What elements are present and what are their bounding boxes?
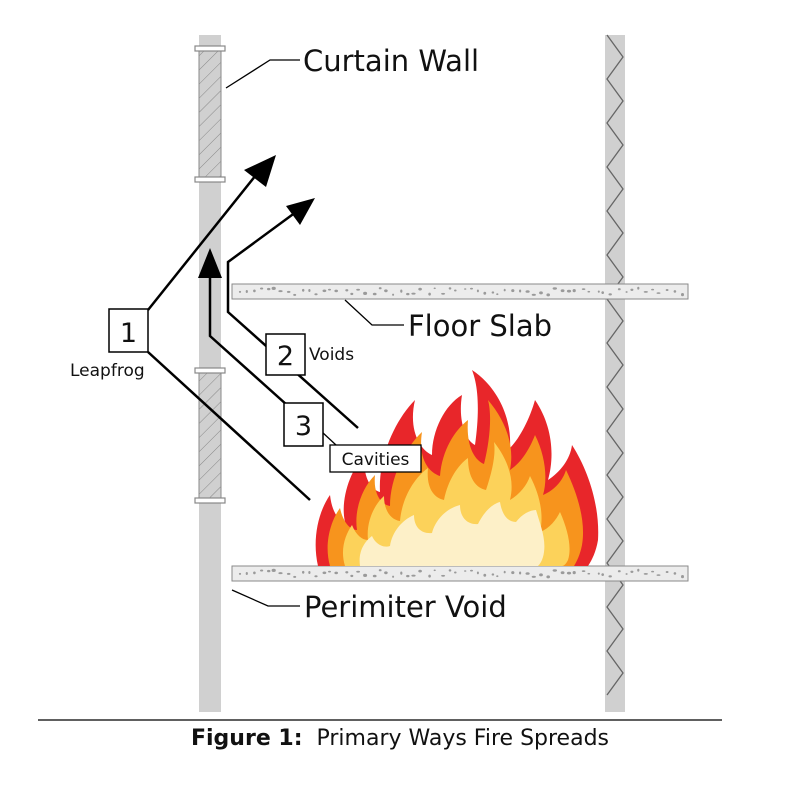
- marker-2-number: 2: [277, 341, 294, 372]
- cavities-label: Cavities: [342, 450, 410, 470]
- caption-text: Primary Ways Fire Spreads: [316, 726, 610, 751]
- arrow-cavities: [198, 248, 288, 406]
- interior-wall: [605, 34, 625, 712]
- marker-3: 3: [283, 402, 324, 447]
- voids-label: Voids: [309, 345, 354, 365]
- cavities-tag: Cavities: [329, 444, 422, 473]
- marker-3-number: 3: [295, 411, 312, 442]
- marker-1: 1: [108, 308, 149, 353]
- arrow-voids: [226, 198, 359, 429]
- leader-curtain-wall: [225, 59, 300, 89]
- leader-cavities: [321, 431, 337, 446]
- figure-caption: Figure 1: Primary Ways Fire Spreads: [0, 726, 800, 751]
- glazing-panel-upper: [198, 49, 222, 179]
- leader-perimeter-void: [231, 589, 300, 607]
- leader-lines: [225, 59, 404, 607]
- glazing-panel-lower: [198, 371, 222, 501]
- arrow-leapfrog: [147, 155, 311, 501]
- floor-slab-lower: [231, 565, 689, 582]
- curtain-wall: [194, 35, 226, 712]
- perimeter-void-label: Perimiter Void: [304, 590, 507, 624]
- caption-prefix: Figure 1:: [190, 726, 303, 751]
- fire-icon: [315, 370, 599, 566]
- floor-slab-label: Floor Slab: [408, 309, 552, 343]
- leader-floor-slab: [344, 299, 404, 326]
- leapfrog-label: Leapfrog: [70, 361, 145, 381]
- marker-1-number: 1: [120, 318, 137, 349]
- curtain-wall-label: Curtain Wall: [303, 44, 479, 78]
- marker-2: 2: [265, 333, 306, 376]
- floor-slab-upper: [231, 283, 689, 300]
